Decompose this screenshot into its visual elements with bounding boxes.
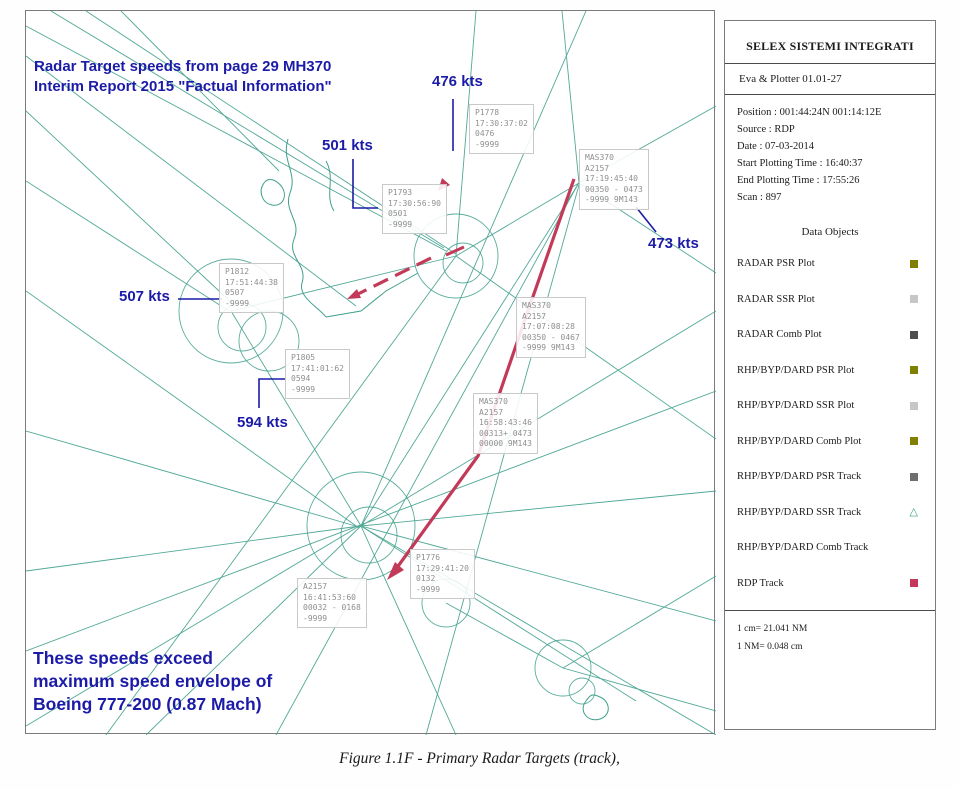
legend-row: RDP Track <box>737 566 923 602</box>
scale-cm-to-nm: 1 cm= 21.041 NM <box>737 624 808 634</box>
panel-title: SELEX SISTEMI INTEGRATI <box>746 39 914 53</box>
legend-marker-icon <box>910 401 918 410</box>
legend-row: RHP/BYP/DARD PSR Track <box>737 459 923 495</box>
rdp-track-line <box>355 178 576 570</box>
target-label-p1793: P1793 17:30:56:90 0501 -9999 <box>382 184 447 235</box>
annotation-conclusion-line3: Boeing 777-200 (0.87 Mach) <box>33 694 262 715</box>
legend-row: RHP/BYP/DARD PSR Plot <box>737 353 923 389</box>
map-lines <box>26 11 716 735</box>
speed-callout-501: 501 kts <box>322 137 373 154</box>
legend-marker-icon <box>910 507 918 518</box>
legend-row: RHP/BYP/DARD Comb Track <box>737 530 923 566</box>
target-label-p1778: P1778 17:30:37:02 0476 -9999 <box>469 104 534 155</box>
panel-subtitle: Eva & Plotter 01.01-27 <box>739 73 842 85</box>
legend-marker-icon <box>910 295 918 304</box>
info-scan: Scan : 897 <box>737 192 782 203</box>
legend-label: RHP/BYP/DARD SSR Track <box>737 506 862 518</box>
divider <box>725 94 935 95</box>
legend-label: RDP Track <box>737 577 784 589</box>
scale-block: 1 cm= 21.041 NM 1 NM= 0.048 cm <box>737 620 923 656</box>
info-end-time: End Plotting Time : 17:55:26 <box>737 175 860 186</box>
annotation-conclusion-line1: These speeds exceed <box>33 648 213 668</box>
scale-nm-to-cm: 1 NM= 0.048 cm <box>737 642 803 653</box>
legend-marker-icon <box>910 259 918 268</box>
legend-row: RHP/BYP/DARD Comb Plot <box>737 424 923 460</box>
divider <box>725 610 935 611</box>
legend-label: RHP/BYP/DARD PSR Track <box>737 471 862 483</box>
info-position: Position : 001:44:24N 001:14:12E <box>737 107 882 118</box>
annotation-conclusion-line2: maximum speed envelope of <box>33 671 273 692</box>
target-label-mas370-1: MAS370 A2157 17:19:45:40 00350 - 0473 -9… <box>579 149 649 210</box>
legend-label: RHP/BYP/DARD Comb Plot <box>737 435 862 447</box>
legend-list: RADAR PSR Plot RADAR SSR Plot RADAR Comb… <box>737 246 923 601</box>
data-objects-title: Data Objects <box>801 226 859 238</box>
target-label-p1776: P1776 17:29:41:20 0132 -9999 <box>410 549 475 600</box>
track-arrowheads <box>347 178 450 580</box>
target-label-p1805: P1805 17:41:01:62 0594 -9999 <box>285 349 350 400</box>
legend-row: RADAR PSR Plot <box>737 246 923 282</box>
radar-map-svg <box>26 11 716 735</box>
info-date: Date : 07-03-2014 <box>737 141 814 152</box>
legend-marker-icon <box>910 366 918 375</box>
target-label-a2157: A2157 16:41:53:60 00032 - 0168 -9999 <box>297 578 367 629</box>
legend-marker-icon <box>910 579 918 588</box>
legend-row: RHP/BYP/DARD SSR Plot <box>737 388 923 424</box>
target-label-mas370-3: MAS370 A2157 16:58:43:46 00313+ 0473 000… <box>473 393 538 454</box>
selex-info-panel: SELEX SISTEMI INTEGRATI Eva & Plotter 01… <box>724 20 936 730</box>
plot-info-block: Position : 001:44:24N 001:14:12E Source … <box>737 104 923 206</box>
legend-label: RHP/BYP/DARD PSR Plot <box>737 364 855 376</box>
annotation-conclusion: These speeds exceed maximum speed envelo… <box>33 647 272 716</box>
divider <box>725 63 935 64</box>
annotation-header-line1: Radar Target speeds from page 29 MH370 <box>34 58 332 75</box>
coastline <box>260 138 609 721</box>
info-source: Source : RDP <box>737 124 795 135</box>
legend-label: RHP/BYP/DARD Comb Track <box>737 542 869 554</box>
info-start-time: Start Plotting Time : 16:40:37 <box>737 158 863 169</box>
legend-label: RHP/BYP/DARD SSR Plot <box>737 400 855 412</box>
legend-label: RADAR PSR Plot <box>737 258 815 270</box>
annotation-header: Radar Target speeds from page 29 MH370 I… <box>34 57 332 96</box>
legend-marker-icon <box>910 330 918 339</box>
speed-callout-507: 507 kts <box>119 288 170 305</box>
legend-label: RADAR Comb Plot <box>737 329 822 341</box>
speed-callout-594: 594 kts <box>237 414 288 431</box>
legend-row: RADAR Comb Plot <box>737 317 923 353</box>
legend-label: RADAR SSR Plot <box>737 293 815 305</box>
radar-plot-area: Radar Target speeds from page 29 MH370 I… <box>25 10 716 735</box>
speed-callout-473: 473 kts <box>648 235 699 252</box>
annotation-header-line2: Interim Report 2015 "Factual Information… <box>34 77 332 95</box>
speed-callout-476: 476 kts <box>432 73 483 90</box>
legend-marker-icon <box>910 472 918 481</box>
legend-marker-icon <box>910 437 918 446</box>
target-label-p1812: P1812 17:51:44:38 0507 -9999 <box>219 263 284 314</box>
figure-caption: Figure 1.1F - Primary Radar Targets (tra… <box>339 750 620 767</box>
callout-leader-lines <box>178 99 657 408</box>
legend-row: RADAR SSR Plot <box>737 282 923 318</box>
legend-row: RHP/BYP/DARD SSR Track <box>737 495 923 531</box>
target-label-mas370-2: MAS370 A2157 17:07:08:28 00350 - 0467 -9… <box>516 297 586 358</box>
